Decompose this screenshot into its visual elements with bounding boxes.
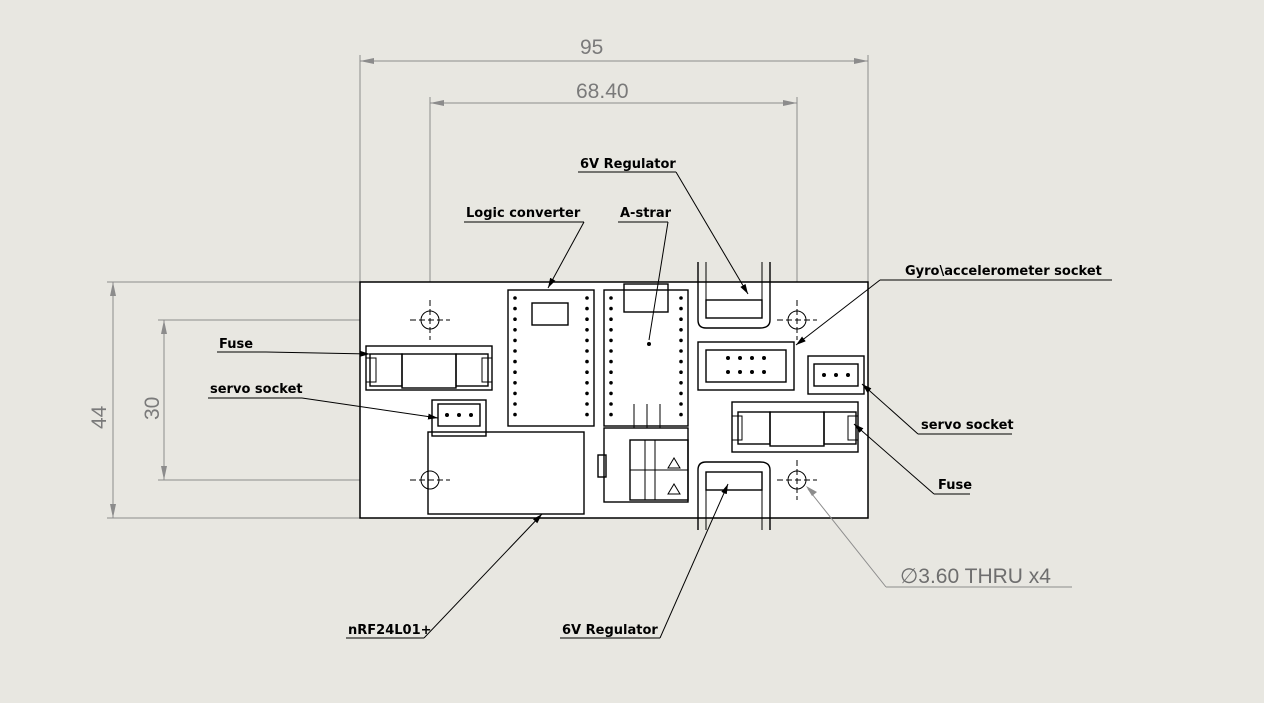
header-pin (609, 296, 613, 300)
header-pin (513, 412, 517, 417)
header-pin (513, 370, 517, 375)
callout-servo-left: servo socket (208, 382, 439, 420)
mounting-holes (410, 300, 817, 500)
header-pin (679, 359, 683, 364)
mounting-hole-top-left (410, 300, 450, 340)
header-pin (513, 317, 517, 322)
header-pin (585, 317, 589, 322)
header-pin (513, 359, 517, 364)
header-pin (513, 391, 517, 396)
header-pin (585, 381, 589, 385)
callout-astar: A-strar (618, 206, 672, 341)
header-pin (679, 391, 683, 396)
header-pin (513, 381, 517, 385)
header-pin (679, 296, 683, 300)
regulator-top (697, 262, 771, 329)
header-pin (609, 328, 613, 332)
header-pin (513, 306, 517, 311)
astar-module (603, 283, 689, 428)
dimension-overall-height-label: 44 (88, 405, 111, 429)
header-pin (609, 391, 613, 396)
header-pin (679, 306, 683, 311)
regulator-bottom (697, 461, 771, 530)
svg-text:Logic converter: Logic converter (466, 206, 581, 221)
header-pin (609, 349, 613, 353)
svg-text:6V Regulator: 6V Regulator (562, 623, 658, 638)
header-pin (513, 328, 517, 332)
header-pin (679, 370, 683, 375)
servo-socket-left (431, 399, 487, 437)
dimension-hole-spacing-y-label: 30 (141, 397, 164, 420)
header-pin (585, 370, 589, 375)
header-pin (609, 381, 613, 385)
fuse-holder-left (365, 345, 493, 391)
header-pin (679, 317, 683, 322)
dimension-overall-width-label: 95 (580, 36, 603, 59)
header-pin (513, 349, 517, 353)
callout-gyro-socket: Gyro\accelerometer socket (795, 264, 1112, 346)
dimension-overall-width: 95 (359, 36, 869, 282)
header-pin (585, 328, 589, 332)
header-pin (585, 306, 589, 311)
dimension-hole-spacing-x: 68.40 (429, 80, 798, 297)
mounting-hole-bottom-left (410, 470, 450, 490)
header-pin (585, 402, 589, 406)
svg-text:Gyro\accelerometer socket: Gyro\accelerometer socket (905, 264, 1102, 279)
header-pin (585, 296, 589, 300)
header-pin (609, 402, 613, 406)
header-pin (585, 338, 589, 343)
gyro-socket (697, 341, 795, 391)
header-pin (585, 349, 589, 353)
header-pin (609, 338, 613, 343)
header-pin (609, 412, 613, 417)
header-pin (513, 338, 517, 343)
svg-text:servo socket: servo socket (210, 382, 303, 397)
header-pin (609, 306, 613, 311)
header-pin (585, 412, 589, 417)
svg-text:servo socket: servo socket (921, 418, 1014, 433)
header-pin (679, 381, 683, 385)
dimension-hole-spacing-x-label: 68.40 (576, 80, 629, 103)
callout-fuse-right: Fuse (853, 423, 972, 495)
svg-text:Fuse: Fuse (938, 478, 972, 493)
callout-regulator-bottom: 6V Regulator (560, 483, 729, 639)
logic-converter-module (507, 289, 595, 427)
mounting-hole-bottom-right (777, 460, 817, 500)
power-connector (597, 427, 689, 503)
mounting-hole-top-right (777, 300, 817, 340)
svg-text:6V Regulator: 6V Regulator (580, 157, 676, 172)
servo-socket-right (807, 355, 865, 395)
header-pin (513, 296, 517, 300)
header-pin (679, 412, 683, 417)
callout-logic-converter: Logic converter (464, 206, 585, 289)
header-pin (679, 349, 683, 353)
callout-regulator-top: 6V Regulator (578, 157, 749, 295)
header-pin (585, 391, 589, 396)
header-pin (609, 370, 613, 375)
header-pin (609, 359, 613, 364)
header-pin (609, 317, 613, 322)
hole-note-label: ∅3.60 THRU x4 (900, 565, 1051, 588)
callout-fuse-left: Fuse (217, 337, 371, 357)
header-pin (679, 338, 683, 343)
dimension-overall-height: 44 (88, 281, 360, 519)
callout-servo-right: servo socket (861, 383, 1014, 435)
header-pin (585, 359, 589, 364)
svg-text:nRF24L01+: nRF24L01+ (348, 623, 432, 638)
svg-text:A-strar: A-strar (620, 206, 672, 221)
header-pin (513, 402, 517, 406)
header-pin (679, 402, 683, 406)
svg-text:Fuse: Fuse (219, 337, 253, 352)
nrf-module (427, 431, 585, 515)
hole-note: ∅3.60 THRU x4 (806, 486, 1072, 588)
callout-nrf: nRF24L01+ (346, 513, 543, 639)
header-pin (679, 328, 683, 332)
